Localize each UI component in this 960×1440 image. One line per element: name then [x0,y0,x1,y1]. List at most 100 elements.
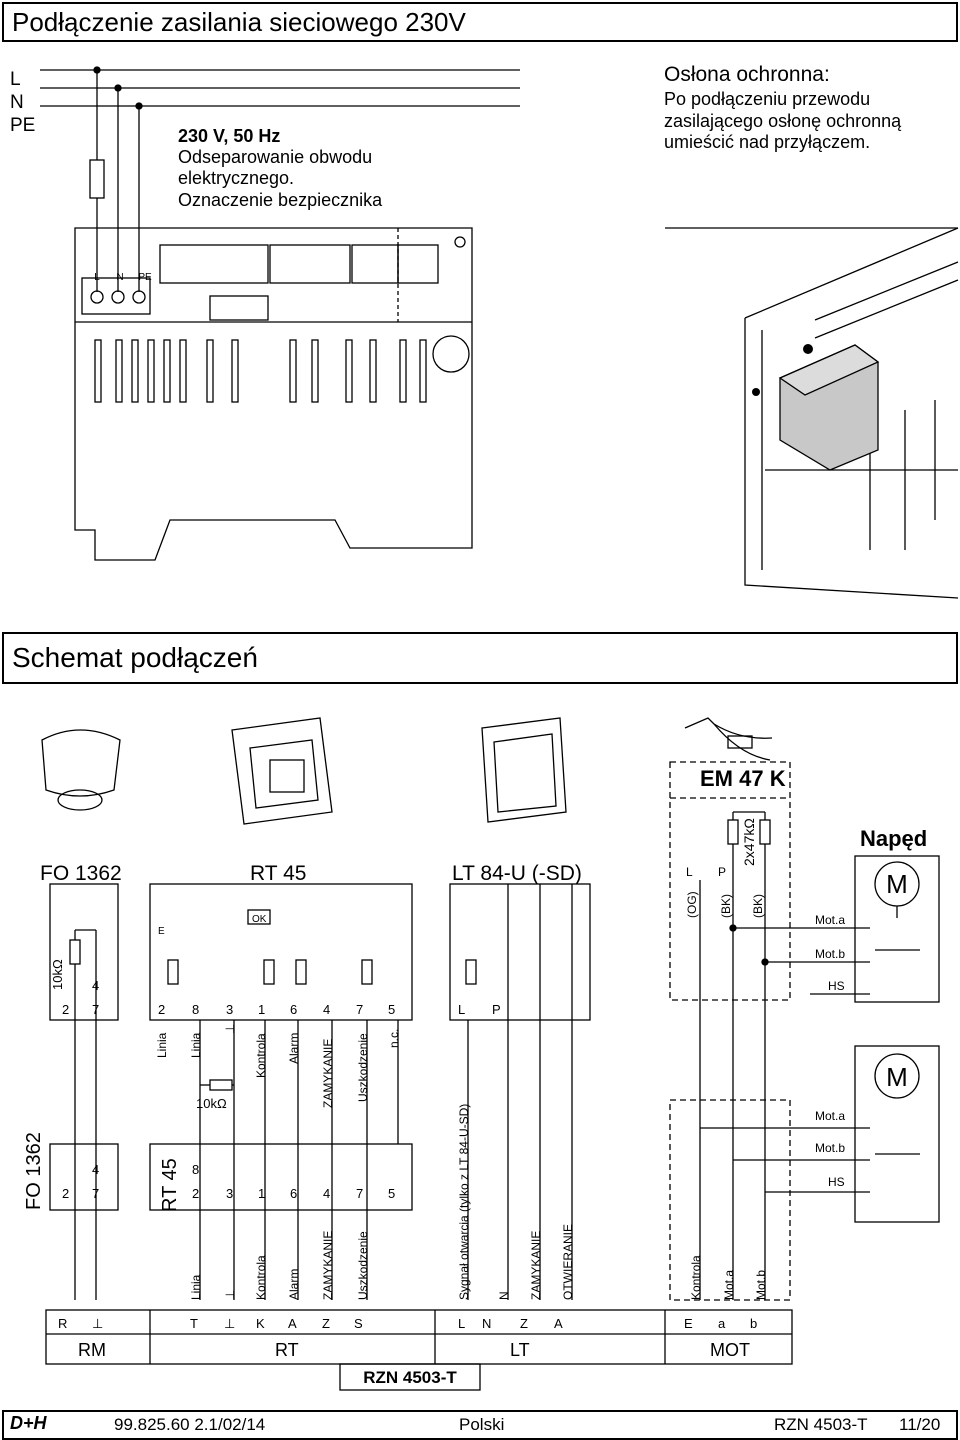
rt-top-term: 5 [388,1002,395,1017]
product-name: RZN 4503-T [774,1415,868,1434]
cover-line2: zasilającego osłonę ochronną [664,110,902,131]
rt-bottom-term: 4 [323,1186,330,1201]
rt-top-term: 3 [226,1002,233,1017]
fuse-note-line3: elektrycznego. [178,168,295,189]
rzn-terminal: S [354,1316,363,1331]
rt-bottom-term: 1 [258,1186,265,1201]
bottom-vlabel: Mot.a [722,1270,736,1300]
fo-top-term: 2 [62,1002,69,1017]
fo-resistor: 10kΩ [50,959,65,990]
ok-indicator: OK [252,914,267,925]
terminal-label-pe: PE [138,272,152,283]
page-number: 11/20 [899,1415,941,1434]
em-col-og: (OG) [685,891,699,918]
rt-top-term: 2 [158,1002,165,1017]
rzn-terminal: A [288,1316,297,1331]
doc-number: 99.825.60 2.1/02/14 [114,1415,266,1434]
line-label-l: L [10,69,21,90]
rt-resistor: 10kΩ [196,1096,227,1111]
rzn-terminal: Z [322,1316,330,1331]
cover-line1: Po podłączeniu przewodu [664,89,871,110]
motor-symbol-1: M [886,869,908,899]
rt-vlabel: ⊥ [223,1024,237,1034]
rt-e-label: E [158,926,165,937]
group-mot: MOT [710,1340,750,1360]
rt-vlabel: Uszkodzenie [356,1033,370,1102]
schematic-title: Schemat podłączeń [12,642,258,673]
fuse-note: 230 V, 50 Hz Odseparowanie obwodu elektr… [178,126,382,211]
terminal-label-n: N [116,272,123,283]
mot-label: HS [828,979,845,993]
mot-label: Mot.a [815,1109,845,1123]
em-col-p: P [718,865,726,879]
lt-term-l: L [458,1002,465,1017]
footer: D+H 99.825.60 2.1/02/14 Polski RZN 4503-… [2,1410,958,1440]
rzn-terminal: a [718,1316,726,1331]
rzn-terminal: ⊥ [92,1316,103,1331]
fuse-note-line4: Oznaczenie bezpiecznika [178,189,383,210]
naped-label: Napęd [860,826,927,851]
rzn-terminal: E [684,1316,693,1331]
bottom-vlabel: N [497,1291,511,1300]
fo1362-label: FO 1362 [40,862,122,885]
rzn-terminal: K [256,1316,265,1331]
group-lt: LT [510,1340,530,1360]
rzn-terminal: b [750,1316,757,1331]
rt-top-term: 4 [323,1002,330,1017]
dh-logo: D+H [10,1413,47,1433]
fo-top-term: 4 [92,978,99,993]
line-label-n: N [10,92,24,114]
motor-symbol-2: M [886,1062,908,1092]
rt45-label: RT 45 [250,862,306,885]
bottom-vlabel: Kontrola [689,1255,703,1300]
cover-line3: umieścić nad przyłączem. [664,132,871,153]
bottom-vlabel: Kontrola [254,1255,268,1300]
bottom-vlabel: Linia [189,1274,203,1300]
rt-bottom-term: 7 [356,1186,363,1201]
em-col-bk1: (BK) [719,894,733,918]
rzn-terminal: T [190,1316,198,1331]
em-col-bk2: (BK) [751,894,765,918]
rt-bottom-term: 6 [290,1186,297,1201]
rt-top-term: 7 [356,1002,363,1017]
lt-term-p: P [492,1002,501,1017]
fo-top-term: 7 [92,1002,99,1017]
lt84-label: LT 84-U (-SD) [452,862,582,885]
cover-note: Osłona ochronna: Po podłączeniu przewodu… [664,62,901,154]
bottom-vlabel: OTWIERANIE [561,1224,575,1300]
language: Polski [459,1415,505,1434]
rt-vlabel: n.c. [387,1029,401,1048]
rt45-vertical: RT 45 [159,1158,181,1212]
rt-bottom-term: 8 [192,1162,199,1177]
bottom-vlabel: ⊥ [223,1290,237,1300]
rzn-terminal: Z [520,1316,528,1331]
rt-vlabel: Kontrola [254,1033,268,1078]
em47k-label: EM 47 K [700,766,786,791]
fo-bottom-term: 7 [92,1186,99,1201]
fuse-note-line2: Odseparowanie obwodu [178,147,373,168]
rt-bottom-term: 2 [192,1186,199,1201]
rt-bottom-term: 5 [388,1186,395,1201]
bottom-vlabel: ZAMYKANIE [321,1231,335,1300]
bottom-vlabel: ZAMYKANIE [529,1231,543,1300]
rt-bottom-term: 3 [226,1186,233,1201]
rzn-terminal: L [458,1316,465,1331]
fo1362-vertical: FO 1362 [23,1132,45,1210]
terminal-label-l: L [94,272,100,283]
rzn-terminal: N [482,1316,491,1331]
rt-top-term: 1 [258,1002,265,1017]
mot-label: Mot.a [815,913,845,927]
device-label: RZN 4503-T [363,1368,457,1387]
rzn-terminal: R [58,1316,67,1331]
mot-label: Mot.b [815,947,845,961]
bottom-vlabel: Alarm [287,1269,301,1300]
mains-line-labels: L N PE [10,68,35,138]
rt-vlabel: ZAMYKANIE [321,1039,335,1108]
group-rt: RT [275,1340,299,1360]
rzn-terminal: ⊥ [224,1316,235,1331]
em-col-l: L [686,865,693,879]
cover-heading: Osłona ochronna: [664,63,830,86]
rt-vlabel: Linia [155,1032,169,1058]
group-rm: RM [78,1340,106,1360]
